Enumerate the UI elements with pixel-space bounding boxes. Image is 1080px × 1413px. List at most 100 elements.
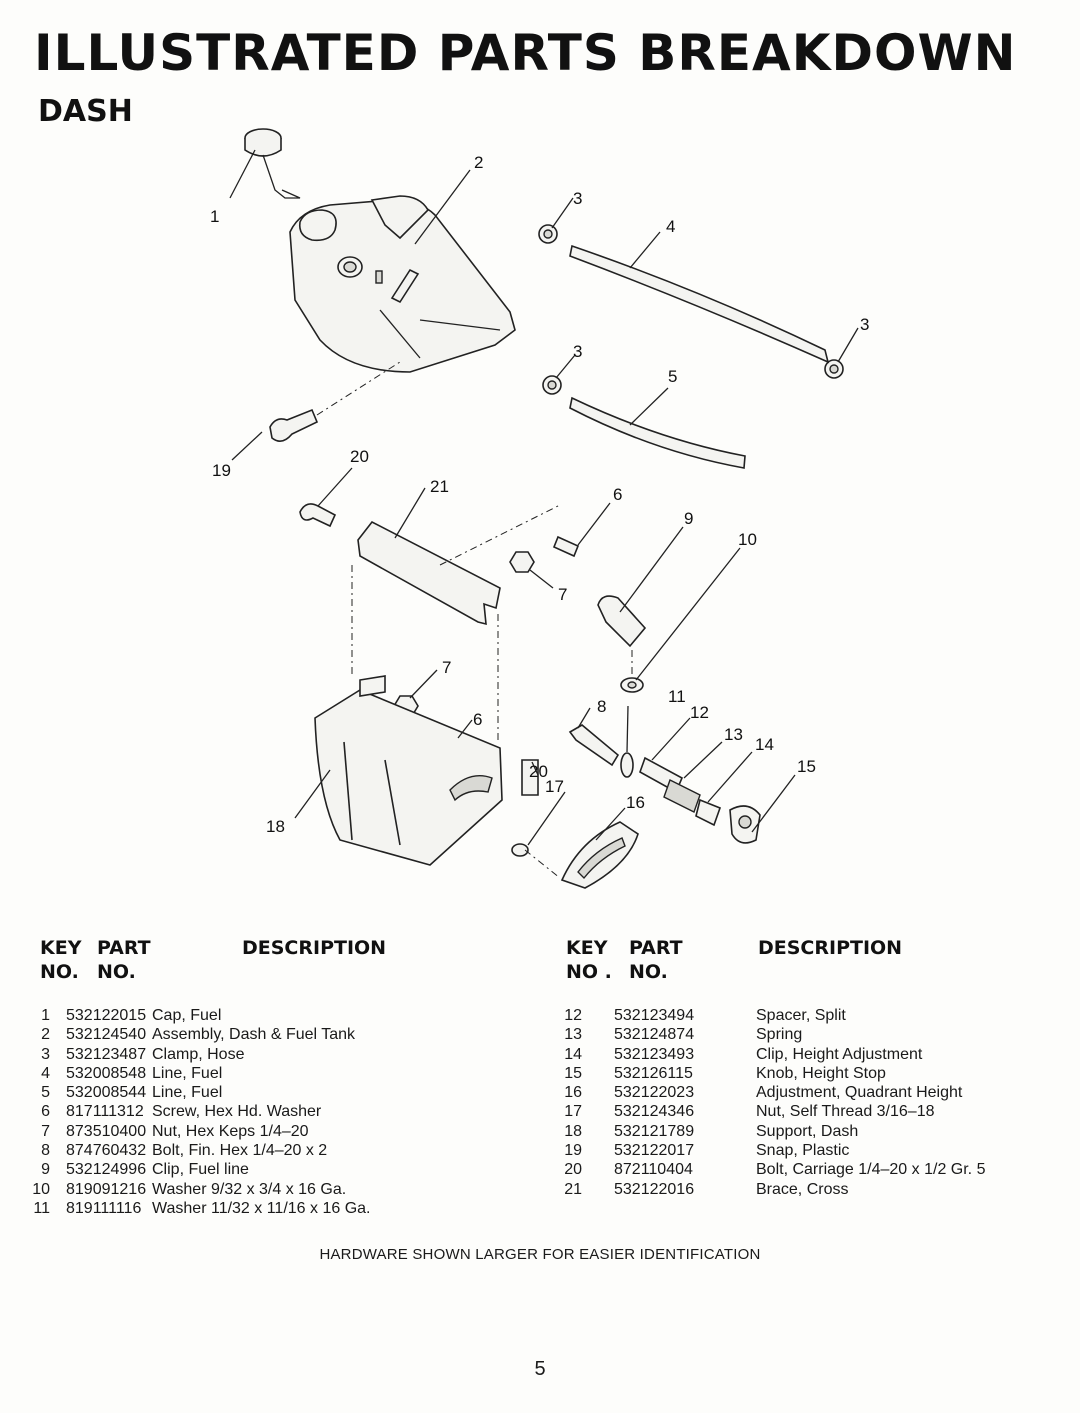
key-number: 6 xyxy=(41,1103,50,1121)
callout-label: 14 xyxy=(755,735,774,754)
callout-leaders xyxy=(229,149,859,846)
callout-label: 9 xyxy=(684,509,693,528)
callout-label: 15 xyxy=(797,757,816,776)
hose-clamp-part xyxy=(538,224,844,395)
hardware-part xyxy=(299,503,580,752)
key-no-header: KEY NO. xyxy=(40,937,82,983)
table-row: 21 532122016 Brace, Cross xyxy=(560,1180,1060,1199)
key-number: 9 xyxy=(41,1161,50,1179)
clip-washer-part xyxy=(597,595,647,778)
hardware-footnote: HARDWARE SHOWN LARGER FOR EASIER IDENTIF… xyxy=(319,1246,761,1263)
part-description: Cap, Fuel xyxy=(152,1007,222,1024)
callout-label: 12 xyxy=(690,703,709,722)
callout-label: 5 xyxy=(668,367,677,386)
part-description: Adjustment, Quadrant Height xyxy=(756,1084,963,1102)
key-number: 2 xyxy=(41,1026,50,1044)
part-number: 532008548 xyxy=(66,1064,147,1082)
quadrant-knob-part xyxy=(511,759,761,889)
part-number: 532124540 xyxy=(66,1026,147,1044)
part-number: 532121789 xyxy=(614,1122,695,1140)
key-number: 11 xyxy=(33,1199,50,1217)
callout-label: 16 xyxy=(626,793,645,812)
description-header: DESCRIPTION xyxy=(242,937,387,959)
part-description: Bolt, Fin. Hex 1/4–20 x 2 xyxy=(152,1142,328,1160)
table-row: 1 532122015 Cap, Fuel xyxy=(28,1006,528,1025)
callout-label: 18 xyxy=(266,817,285,836)
callout-label: 13 xyxy=(724,725,743,744)
callout-label: 8 xyxy=(597,697,606,716)
key-number: 17 xyxy=(564,1103,582,1121)
part-no-header-right: PART NO. xyxy=(629,937,683,983)
key-number: 13 xyxy=(564,1026,582,1044)
callout-label: 11 xyxy=(668,687,686,706)
part-description: Snap, Plastic xyxy=(756,1142,850,1160)
part-description: Brace, Cross xyxy=(756,1180,849,1198)
callout-label: 20 xyxy=(529,762,548,781)
part-description: Support, Dash xyxy=(756,1122,859,1140)
part-description: Bolt, Carriage 1/4–20 x 1/2 Gr. 5 xyxy=(756,1161,986,1179)
key-number: 4 xyxy=(41,1064,50,1082)
part-number: 532124874 xyxy=(614,1026,695,1044)
callout-label: 6 xyxy=(473,710,482,729)
part-number: 819091216 xyxy=(66,1180,147,1198)
part-number: 532122016 xyxy=(614,1180,695,1198)
part-description: Clamp, Hose xyxy=(152,1045,245,1063)
key-number: 10 xyxy=(32,1180,50,1198)
key-number: 1 xyxy=(41,1007,50,1024)
key-number: 14 xyxy=(564,1045,582,1063)
part-description: Knob, Height Stop xyxy=(756,1064,886,1082)
part-description: Spring xyxy=(756,1026,803,1044)
callout-label: 21 xyxy=(430,477,449,496)
table-row: 18 532121789 Support, Dash xyxy=(560,1122,1060,1141)
callout-label: 1 xyxy=(210,207,219,226)
part-description: Nut, Hex Keps 1/4–20 xyxy=(152,1122,309,1140)
key-number: 16 xyxy=(564,1084,582,1102)
key-number: 20 xyxy=(564,1161,582,1179)
part-number: 532122015 xyxy=(66,1007,147,1024)
part-no-header: PART NO. xyxy=(97,937,151,983)
callout-label: 7 xyxy=(558,585,567,604)
plastic-snap-part xyxy=(269,361,401,442)
callout-label: 2 xyxy=(474,153,483,172)
fuel-line-part xyxy=(569,244,830,469)
part-description: Line, Fuel xyxy=(152,1064,223,1082)
part-number: 874760432 xyxy=(66,1142,147,1160)
key-number: 18 xyxy=(564,1122,582,1140)
key-no-header-right: KEY NO . xyxy=(566,937,612,983)
description-header-right: DESCRIPTION xyxy=(758,937,903,959)
callout-label: 4 xyxy=(666,217,675,236)
callout-label: 6 xyxy=(613,485,622,504)
part-number: 532122023 xyxy=(614,1084,695,1102)
callout-labels: 1 2 3 4 3 3 5 19 20 21 6 9 10 7 7 8 11 1… xyxy=(210,153,869,836)
part-number: 532123494 xyxy=(614,1007,695,1024)
part-number: 532008544 xyxy=(66,1084,147,1102)
part-number: 532122017 xyxy=(614,1142,695,1160)
part-description: Spacer, Split xyxy=(756,1007,846,1024)
key-number: 21 xyxy=(564,1180,582,1198)
section-title: DASH xyxy=(38,94,133,129)
table-row: 4 532008548 Line, Fuel xyxy=(28,1064,528,1083)
part-description: Clip, Height Adjustment xyxy=(756,1045,923,1063)
part-number: 532124346 xyxy=(614,1103,695,1121)
part-description: Washer 11/32 x 11/16 x 16 Ga. xyxy=(152,1199,371,1217)
callout-label: 20 xyxy=(350,447,369,466)
callout-label: 10 xyxy=(738,530,757,549)
table-row: 13 532124874 Spring xyxy=(560,1025,1060,1044)
dash-fuel-tank-part xyxy=(289,195,516,373)
part-number: 532126115 xyxy=(614,1064,693,1082)
part-number: 873510400 xyxy=(66,1122,147,1140)
